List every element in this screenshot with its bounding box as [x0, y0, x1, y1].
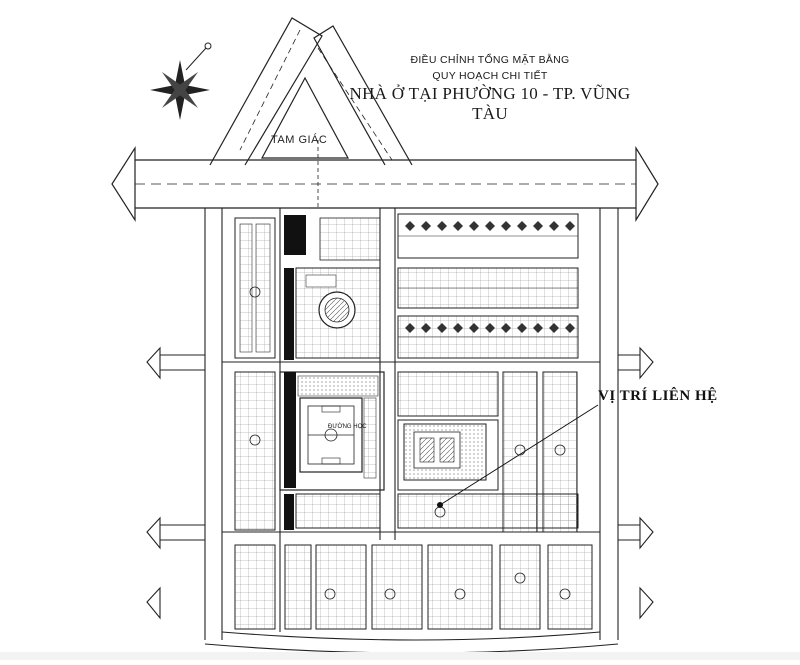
block-campus-top	[295, 217, 381, 359]
triangle-label: TAM GIÁC	[271, 134, 328, 146]
compass-rose-icon	[150, 42, 212, 120]
lot-marker	[421, 221, 431, 231]
plan-title-line-3: NHÀ Ở TẠI PHƯỜNG 10 - TP. VŨNG TÀU	[349, 84, 631, 123]
main-road-top	[111, 145, 659, 223]
block-sports-center	[397, 371, 499, 491]
lot-marker	[549, 221, 559, 231]
block-top-right	[397, 213, 579, 359]
tree-markers	[249, 286, 571, 600]
lot-marker	[565, 221, 575, 231]
scan-edge	[0, 652, 800, 660]
lot-marker	[469, 323, 479, 333]
lot-marker	[453, 323, 463, 333]
block-right-columns	[397, 371, 579, 533]
lot-marker	[405, 221, 415, 231]
lot-marker	[565, 323, 575, 333]
lot-marker	[501, 221, 511, 231]
location-pointer-icon	[437, 404, 599, 508]
lot-marker	[469, 221, 479, 231]
plan-title-line-1: ĐIỀU CHỈNH TỔNG MẶT BẰNG	[410, 54, 570, 66]
school-field-label: ĐƯỜNG HỌC	[328, 423, 367, 430]
lot-marker	[517, 221, 527, 231]
triangle-junction	[209, 17, 413, 210]
block-bottom-row	[234, 544, 593, 630]
block-top-left	[234, 215, 306, 360]
lot-marker	[533, 221, 543, 231]
lot-marker	[437, 323, 447, 333]
contact-location-label: VỊ TRÍ LIÊN HỆ	[598, 388, 718, 404]
lot-marker	[453, 221, 463, 231]
lot-marker	[485, 323, 495, 333]
lot-marker	[485, 221, 495, 231]
lot-marker	[533, 323, 543, 333]
block-school	[279, 371, 385, 491]
plan-title-line-2: QUY HOẠCH CHI TIẾT	[432, 70, 548, 82]
block-left-lower	[234, 371, 381, 531]
diamond-markers-row-2	[405, 323, 575, 333]
diamond-markers-row-1	[405, 221, 575, 231]
road-network	[146, 208, 654, 654]
lot-marker	[437, 221, 447, 231]
lot-marker	[549, 323, 559, 333]
lot-marker	[517, 323, 527, 333]
lot-marker	[421, 323, 431, 333]
lot-marker	[501, 323, 511, 333]
lot-marker	[405, 323, 415, 333]
